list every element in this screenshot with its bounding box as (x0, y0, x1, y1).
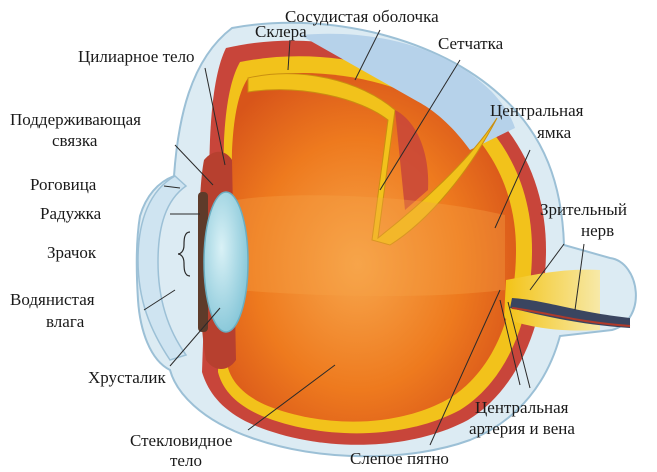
label-zonule-1: Поддерживающая (10, 110, 141, 129)
label-optic-nerve-2: нерв (581, 221, 614, 240)
label-vitreous-1: Стекловидное (130, 431, 232, 450)
lens-shape (204, 192, 248, 332)
label-pupil: Зрачок (47, 243, 97, 262)
label-fovea-1: Центральная (490, 101, 584, 120)
label-fovea-2: ямка (537, 123, 572, 142)
label-vitreous-2: тело (170, 451, 202, 470)
label-iris: Радужка (40, 204, 102, 223)
label-artery-1: Центральная (475, 398, 569, 417)
label-aqueous-1: Водянистая (10, 290, 95, 309)
label-aqueous-2: влага (46, 312, 85, 331)
label-zonule-2: связка (52, 131, 98, 150)
label-retina: Сетчатка (438, 34, 504, 53)
label-cornea: Роговица (30, 175, 97, 194)
label-ciliary-body: Цилиарное тело (78, 47, 195, 66)
label-choroid: Сосудистая оболочка (285, 7, 439, 26)
label-optic-nerve-1: Зрительный (540, 200, 627, 219)
label-blind-spot: Слепое пятно (350, 449, 449, 468)
label-lens: Хрусталик (88, 368, 167, 387)
label-artery-2: артерия и вена (469, 419, 575, 438)
vitreous-plane (236, 195, 505, 296)
